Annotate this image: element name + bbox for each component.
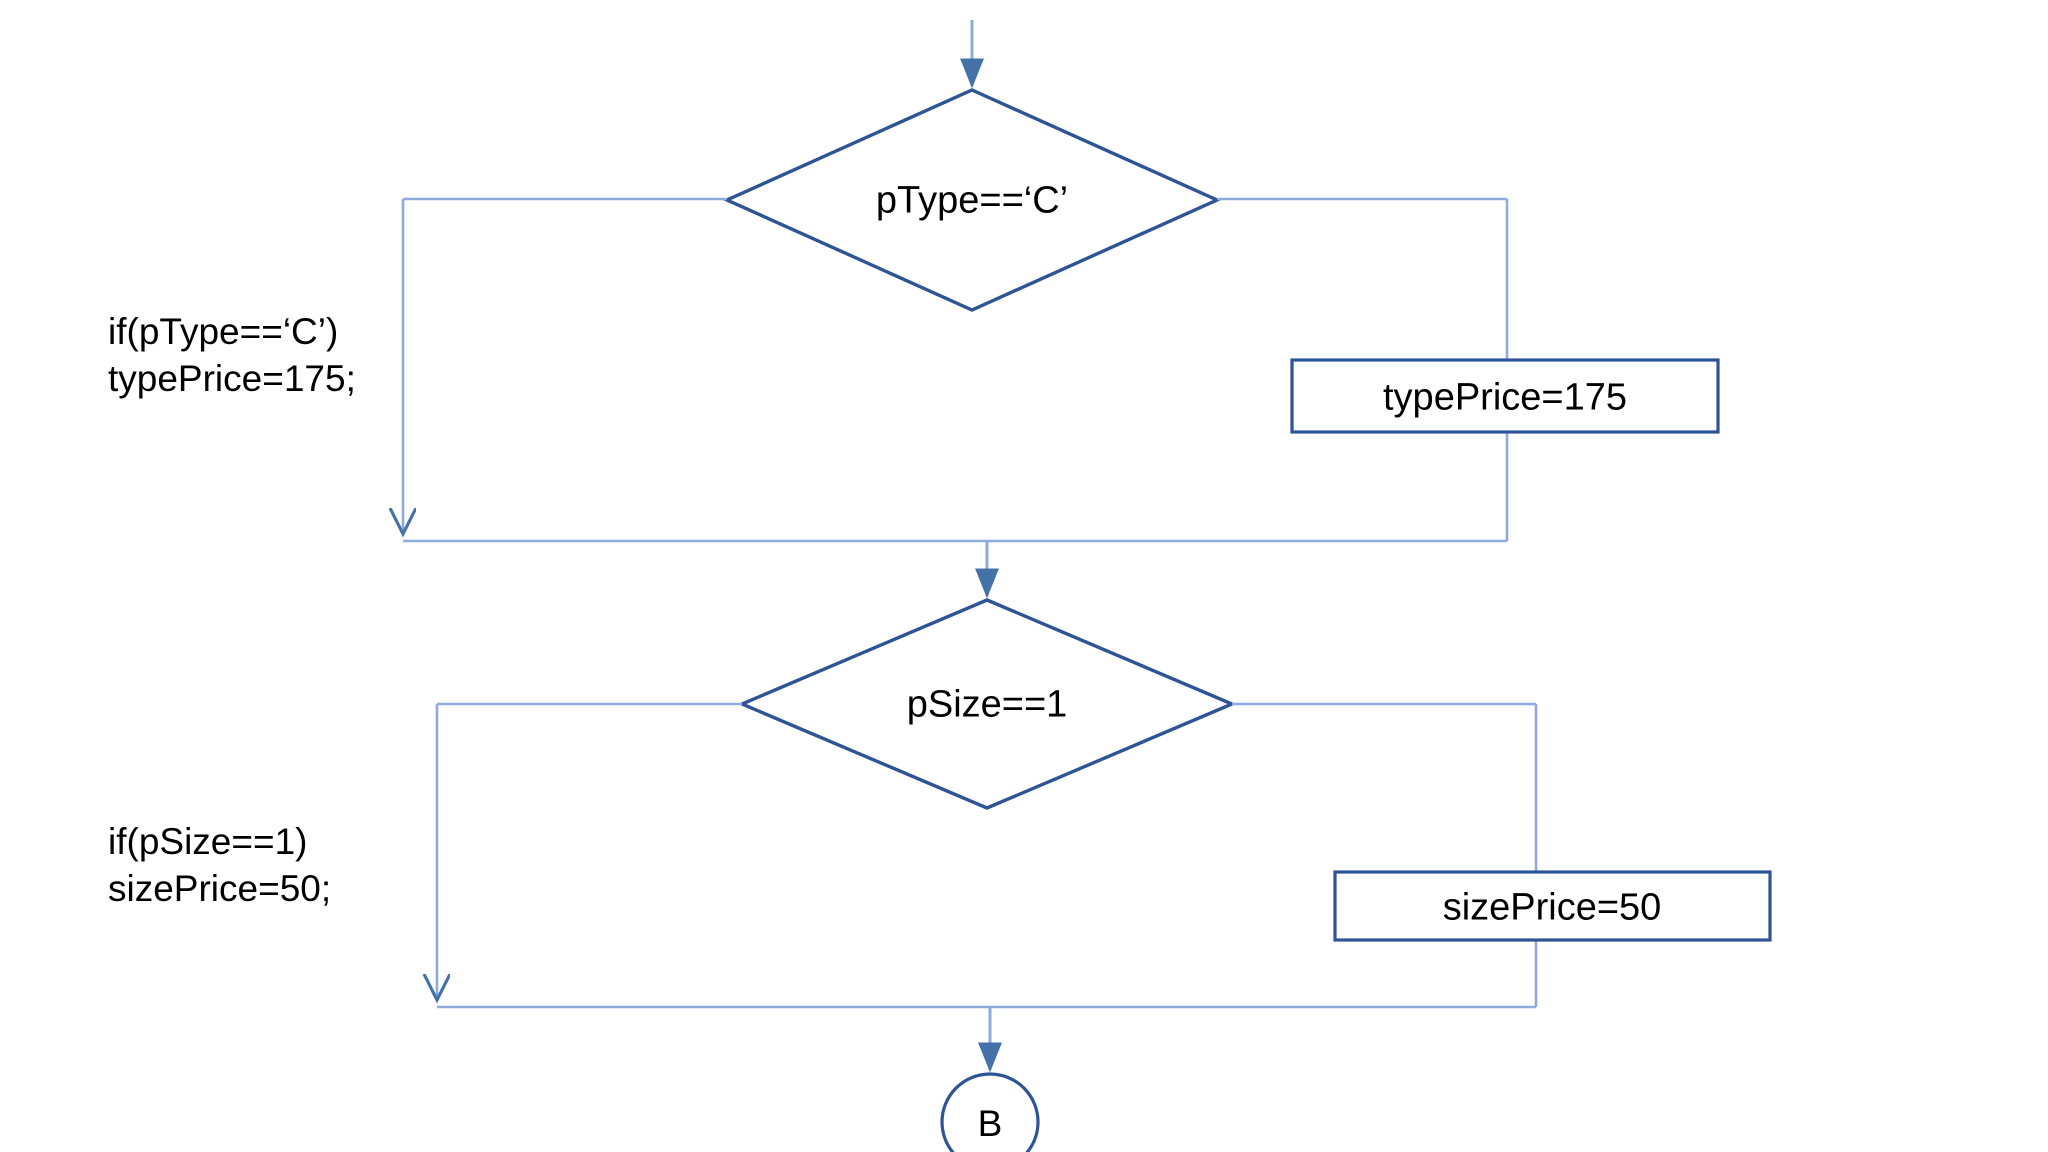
connector-b-shape — [940, 1072, 1040, 1152]
connector-b-label: B — [977, 1103, 1003, 1145]
process-typeprice-shape — [1290, 358, 1720, 434]
edge-merge2-to-connector — [437, 1005, 1536, 1073]
process-typeprice-label: typePrice=175 — [1383, 376, 1627, 419]
edge-psize-false-left — [437, 702, 742, 1000]
edge-ptype-false-left — [403, 197, 727, 534]
decision-ptype-shape — [722, 88, 1222, 312]
annotation-psize: if(pSize==1) sizePrice=50; — [108, 821, 332, 910]
process-sizeprice-label: sizePrice=50 — [1442, 886, 1662, 929]
decision-psize-label: pSize==1 — [906, 683, 1068, 726]
edge-psize-true-right — [1232, 702, 1538, 1007]
edge-merge1-to-psize — [403, 539, 1507, 599]
decision-ptype-label: pType==‘C’ — [875, 179, 1069, 222]
decision-psize-shape — [737, 598, 1237, 810]
process-sizeprice-shape — [1333, 870, 1772, 942]
annotation-ptype: if(pType==‘C’) typePrice=175; — [108, 311, 356, 400]
